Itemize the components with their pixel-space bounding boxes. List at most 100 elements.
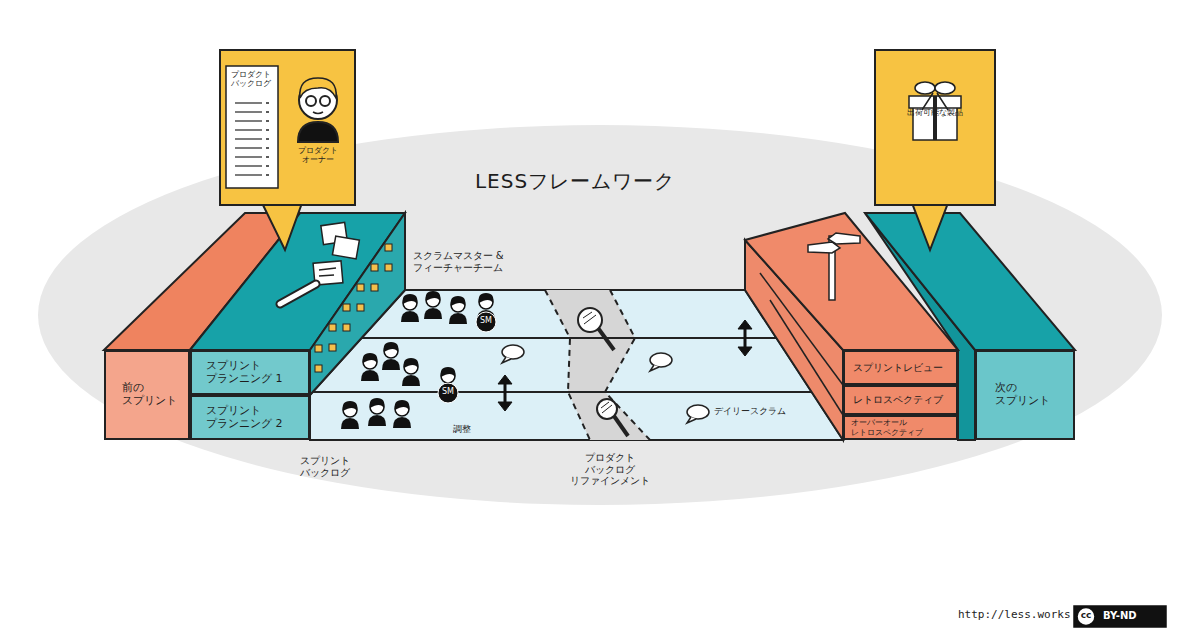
callout-left	[220, 50, 355, 250]
node-text: スプリント プランニング 1	[206, 360, 298, 385]
person-icons-part	[393, 400, 411, 428]
role-badge: SM	[442, 387, 454, 396]
magnifier-icons-part	[598, 328, 614, 350]
role-badge: SM	[480, 316, 492, 325]
callout-left-part	[300, 78, 336, 98]
sticky-notes-part	[315, 345, 322, 352]
speech-bubbles-part	[502, 357, 511, 363]
person-icons	[341, 291, 496, 429]
sticky-notes-part	[343, 324, 350, 331]
node-text: 前の スプリント	[122, 382, 177, 407]
sticky-notes-part	[329, 324, 336, 331]
annotation-label: プロダクト バックログ リファインメント	[570, 452, 650, 487]
paper-notes	[280, 222, 359, 304]
paper-notes-part	[280, 284, 316, 304]
sticky-notes-part	[343, 304, 350, 311]
coordination-arrows	[498, 320, 752, 411]
sprint-lanes-part	[362, 337, 776, 339]
sticky-notes-part	[357, 304, 364, 311]
planning-face: スプリント プランニング 1	[190, 350, 310, 395]
callout-left-part	[306, 96, 316, 106]
callout-right-part	[915, 82, 935, 94]
retrospective-face: レトロスペクティブ	[843, 385, 958, 415]
person-icons-part	[476, 312, 496, 332]
callout-left-part	[320, 96, 330, 106]
person-icons-part	[361, 353, 379, 381]
sticky-notes-part	[385, 264, 392, 271]
sticky-notes-part	[357, 284, 364, 291]
person-icons-part	[382, 342, 400, 370]
callout-left-part	[262, 203, 302, 250]
callout-left-part	[232, 100, 272, 180]
magnifier-icons-part	[602, 405, 612, 413]
node-text: レトロスペクティブ	[853, 394, 943, 406]
coordination-arrows-part	[498, 375, 512, 384]
review-block	[745, 213, 958, 440]
license-badge-part	[1074, 606, 1166, 627]
node-text: 出荷可能な製品	[907, 108, 963, 117]
coordination-arrows-part	[738, 320, 752, 329]
diagram-title: LESSフレームワーク	[475, 170, 675, 193]
callout-left-part	[298, 122, 338, 142]
node-text: スプリント プランニング 2	[206, 405, 298, 430]
license-text: http://less.works	[958, 609, 1071, 622]
annotation-label: スクラムマスター & フィーチャーチーム	[399, 250, 517, 273]
node-text: オーバーオール レトロスペクティブ	[851, 418, 923, 436]
person-icons-part	[401, 294, 419, 322]
callout-right-part	[922, 93, 948, 110]
callout-right-part	[875, 50, 995, 205]
license-badge-part	[1077, 608, 1095, 626]
review-face: スプリントレビュー	[843, 350, 958, 385]
planning-block	[190, 213, 405, 395]
annotation-label: スプリント バックログ	[300, 455, 350, 478]
callout-box: 出荷可能な製品	[875, 50, 995, 205]
coordination-arrows-part	[498, 402, 512, 411]
magnifier-icons-part	[597, 399, 617, 419]
node-text: プロダクト オーナー	[298, 146, 338, 164]
sprint-lanes-part	[312, 391, 812, 393]
paper-notes-part	[319, 275, 334, 276]
magnifier-icons	[578, 308, 628, 436]
callout-right-part	[933, 96, 937, 140]
speech-bubbles	[502, 345, 709, 423]
callout-left-part	[220, 50, 355, 205]
license-text: BY-ND	[1103, 610, 1137, 622]
person-icons-part	[449, 296, 467, 324]
sticky-notes-part	[371, 264, 378, 271]
sprint-block: 次の スプリント	[975, 350, 1075, 440]
planning-block-part	[310, 213, 405, 395]
callout-right	[875, 50, 995, 250]
speech-bubbles-part	[650, 365, 659, 371]
person-icons-part	[368, 398, 386, 426]
callout-left-part	[226, 66, 278, 188]
coordination-arrows-part	[744, 328, 747, 348]
node-text: 次の スプリント	[995, 382, 1050, 407]
paper-notes-part	[280, 284, 316, 304]
sticky-notes-part	[371, 284, 378, 291]
node-text: プロダクト バックログ	[231, 70, 271, 88]
callout-right-part	[912, 203, 948, 250]
annotation-label: 調整	[453, 424, 471, 434]
license-text: cc	[1081, 610, 1092, 620]
sprint-block: 前の スプリント	[104, 350, 190, 440]
magnifier-icons-part	[583, 312, 592, 318]
magnifier-icons-part	[614, 416, 628, 436]
sticky-notes-part	[385, 244, 392, 251]
signpost-part	[828, 233, 860, 244]
license-badge	[1074, 606, 1166, 627]
sprint-lanes-part	[545, 290, 650, 440]
sticky-notes-part	[329, 344, 336, 351]
node-text: スプリントレビュー	[853, 362, 943, 374]
magnifier-icons-part	[578, 308, 602, 332]
callout-box: プロダクト バックログプロダクト オーナー	[220, 50, 355, 205]
callout-right-part	[935, 82, 955, 94]
coordination-arrows-part	[738, 347, 752, 356]
speech-bubbles-part	[687, 417, 696, 423]
person-icons-part	[424, 291, 442, 319]
person-icons-part	[341, 401, 359, 429]
person-icons-part	[402, 358, 420, 386]
paper-notes-part	[319, 268, 336, 270]
signpost	[808, 233, 860, 300]
